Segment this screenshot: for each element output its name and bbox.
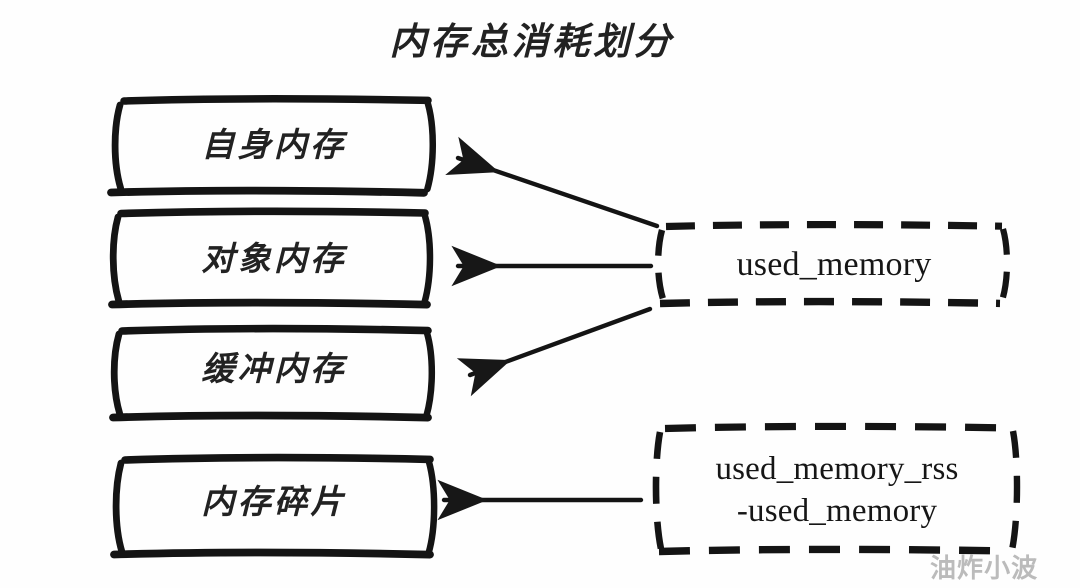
box-label-object-memory: 对象内存 — [201, 239, 347, 278]
box-label-self-memory: 自身内存 — [201, 125, 347, 164]
arrow-used-memory-to-buffer-memory — [456, 306, 653, 397]
watermark: 油炸小波 — [930, 554, 1039, 584]
box-label-memory-fragment: 内存碎片 — [201, 482, 347, 521]
page-title: 内存总消耗划分 — [389, 19, 675, 63]
arrow-used-memory-to-self-memory — [445, 136, 660, 229]
metric-label-used-memory-rss-delta: used_memory_rss -used_memory — [715, 451, 959, 530]
metric-label-used-memory: used_memory — [736, 246, 932, 283]
box-label-buffer-memory: 缓冲内存 — [201, 349, 347, 388]
